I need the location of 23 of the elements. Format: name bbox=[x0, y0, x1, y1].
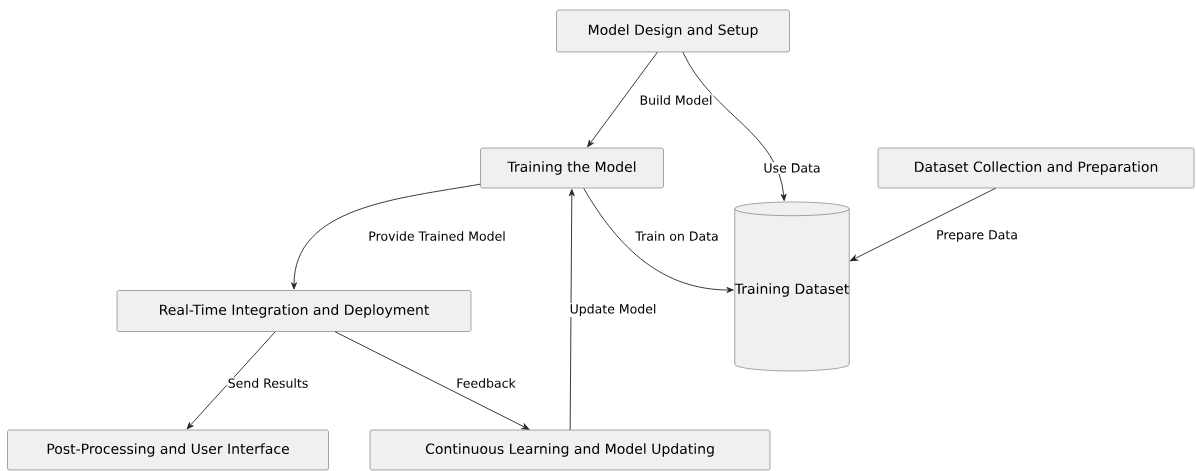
edge-label: Provide Trained Model bbox=[367, 230, 507, 242]
arrow bbox=[334, 331, 530, 430]
edge-label: Use Data bbox=[762, 162, 822, 174]
edge-label: Send Results bbox=[226, 377, 310, 389]
edge-label: Prepare Data bbox=[935, 229, 1019, 243]
arrow bbox=[568, 189, 575, 431]
arrow bbox=[587, 51, 658, 148]
process-box: Model Design and Setup bbox=[556, 9, 790, 53]
process-box: Continuous Learning and Model Updating bbox=[369, 429, 771, 471]
edge-label: Train on Data bbox=[634, 230, 720, 242]
arrow bbox=[583, 187, 734, 293]
arrow bbox=[291, 183, 481, 290]
edge-label: Update Model bbox=[568, 302, 658, 318]
process-box: Post-Processing and User Interface bbox=[7, 429, 329, 471]
arrow bbox=[186, 331, 276, 430]
edge-label: Feedback bbox=[455, 377, 517, 389]
process-box: Real-Time Integration and Deployment bbox=[116, 290, 472, 332]
arrow bbox=[682, 51, 787, 202]
database-cylinder: Training Dataset bbox=[734, 201, 850, 372]
process-box: Dataset Collection and Preparation bbox=[877, 147, 1195, 189]
arrow bbox=[850, 187, 997, 262]
edge-label: Build Model bbox=[638, 94, 714, 106]
process-box: Training the Model bbox=[480, 147, 664, 189]
